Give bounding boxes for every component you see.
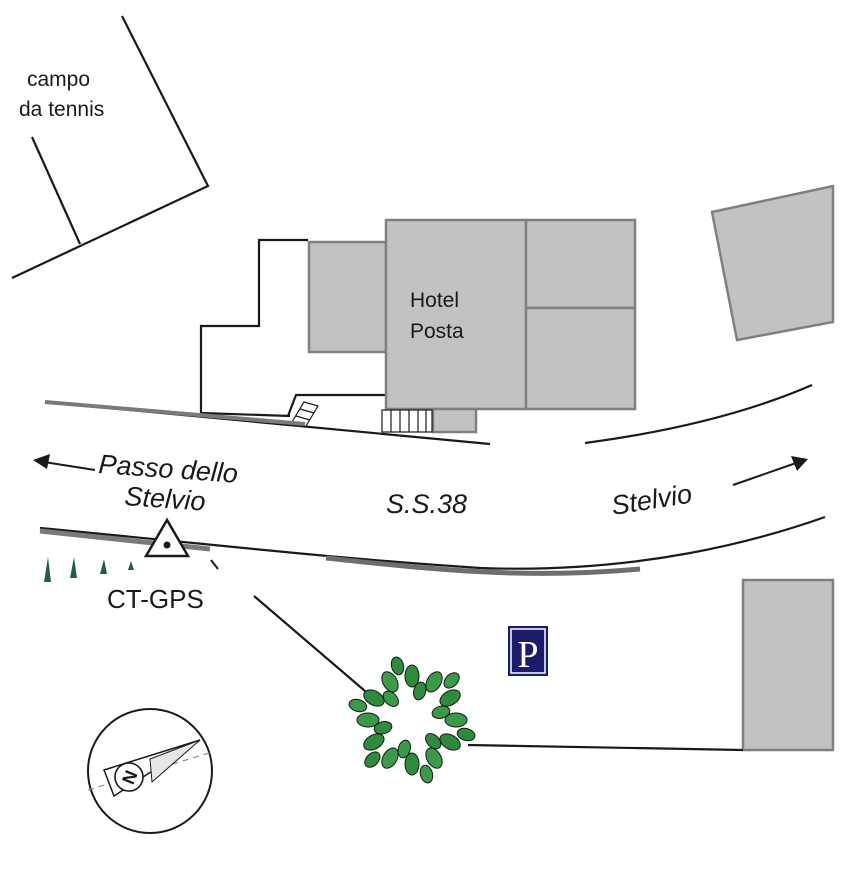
hotel-label-line1: Hotel bbox=[410, 289, 459, 312]
road-south-edge bbox=[39, 515, 826, 570]
building-top-right bbox=[710, 184, 835, 342]
road-north-edge-east bbox=[584, 383, 813, 445]
sidewalk-north bbox=[44, 400, 306, 426]
stairs-hatch bbox=[291, 401, 433, 433]
hotel-label-line2: Posta bbox=[410, 320, 464, 343]
property-boundary bbox=[199, 238, 308, 418]
property-line-south bbox=[467, 743, 744, 752]
tennis-court-label-line1: campo bbox=[27, 68, 90, 91]
leader-line bbox=[253, 595, 373, 698]
direction-west-label-line2: Stelvio bbox=[124, 481, 207, 517]
compass-icon: N bbox=[87, 708, 213, 834]
station-tick bbox=[210, 559, 219, 570]
tennis-court-label-line2: da tennis bbox=[19, 98, 104, 121]
tennis-court bbox=[11, 15, 210, 279]
parking-letter: P bbox=[517, 634, 538, 676]
direction-west-label-line1: Passo dello bbox=[98, 449, 239, 489]
hedge-icon bbox=[44, 557, 134, 582]
station-label: CT-GPS bbox=[107, 584, 204, 614]
building-bottom-right bbox=[741, 578, 835, 752]
hotel-posta-building bbox=[307, 218, 637, 434]
parking-sign-icon: P bbox=[508, 626, 548, 676]
sidewalk-south-west bbox=[39, 528, 211, 552]
station-marker-icon bbox=[143, 517, 191, 558]
stairs-outline bbox=[286, 393, 386, 417]
sidewalk-south bbox=[325, 555, 641, 576]
tree-icon bbox=[348, 656, 476, 784]
direction-east-label: Stelvio bbox=[609, 479, 694, 521]
arrow-east-icon bbox=[732, 456, 808, 486]
road-name-label: S.S.38 bbox=[386, 489, 467, 519]
arrow-west-icon bbox=[33, 454, 96, 471]
